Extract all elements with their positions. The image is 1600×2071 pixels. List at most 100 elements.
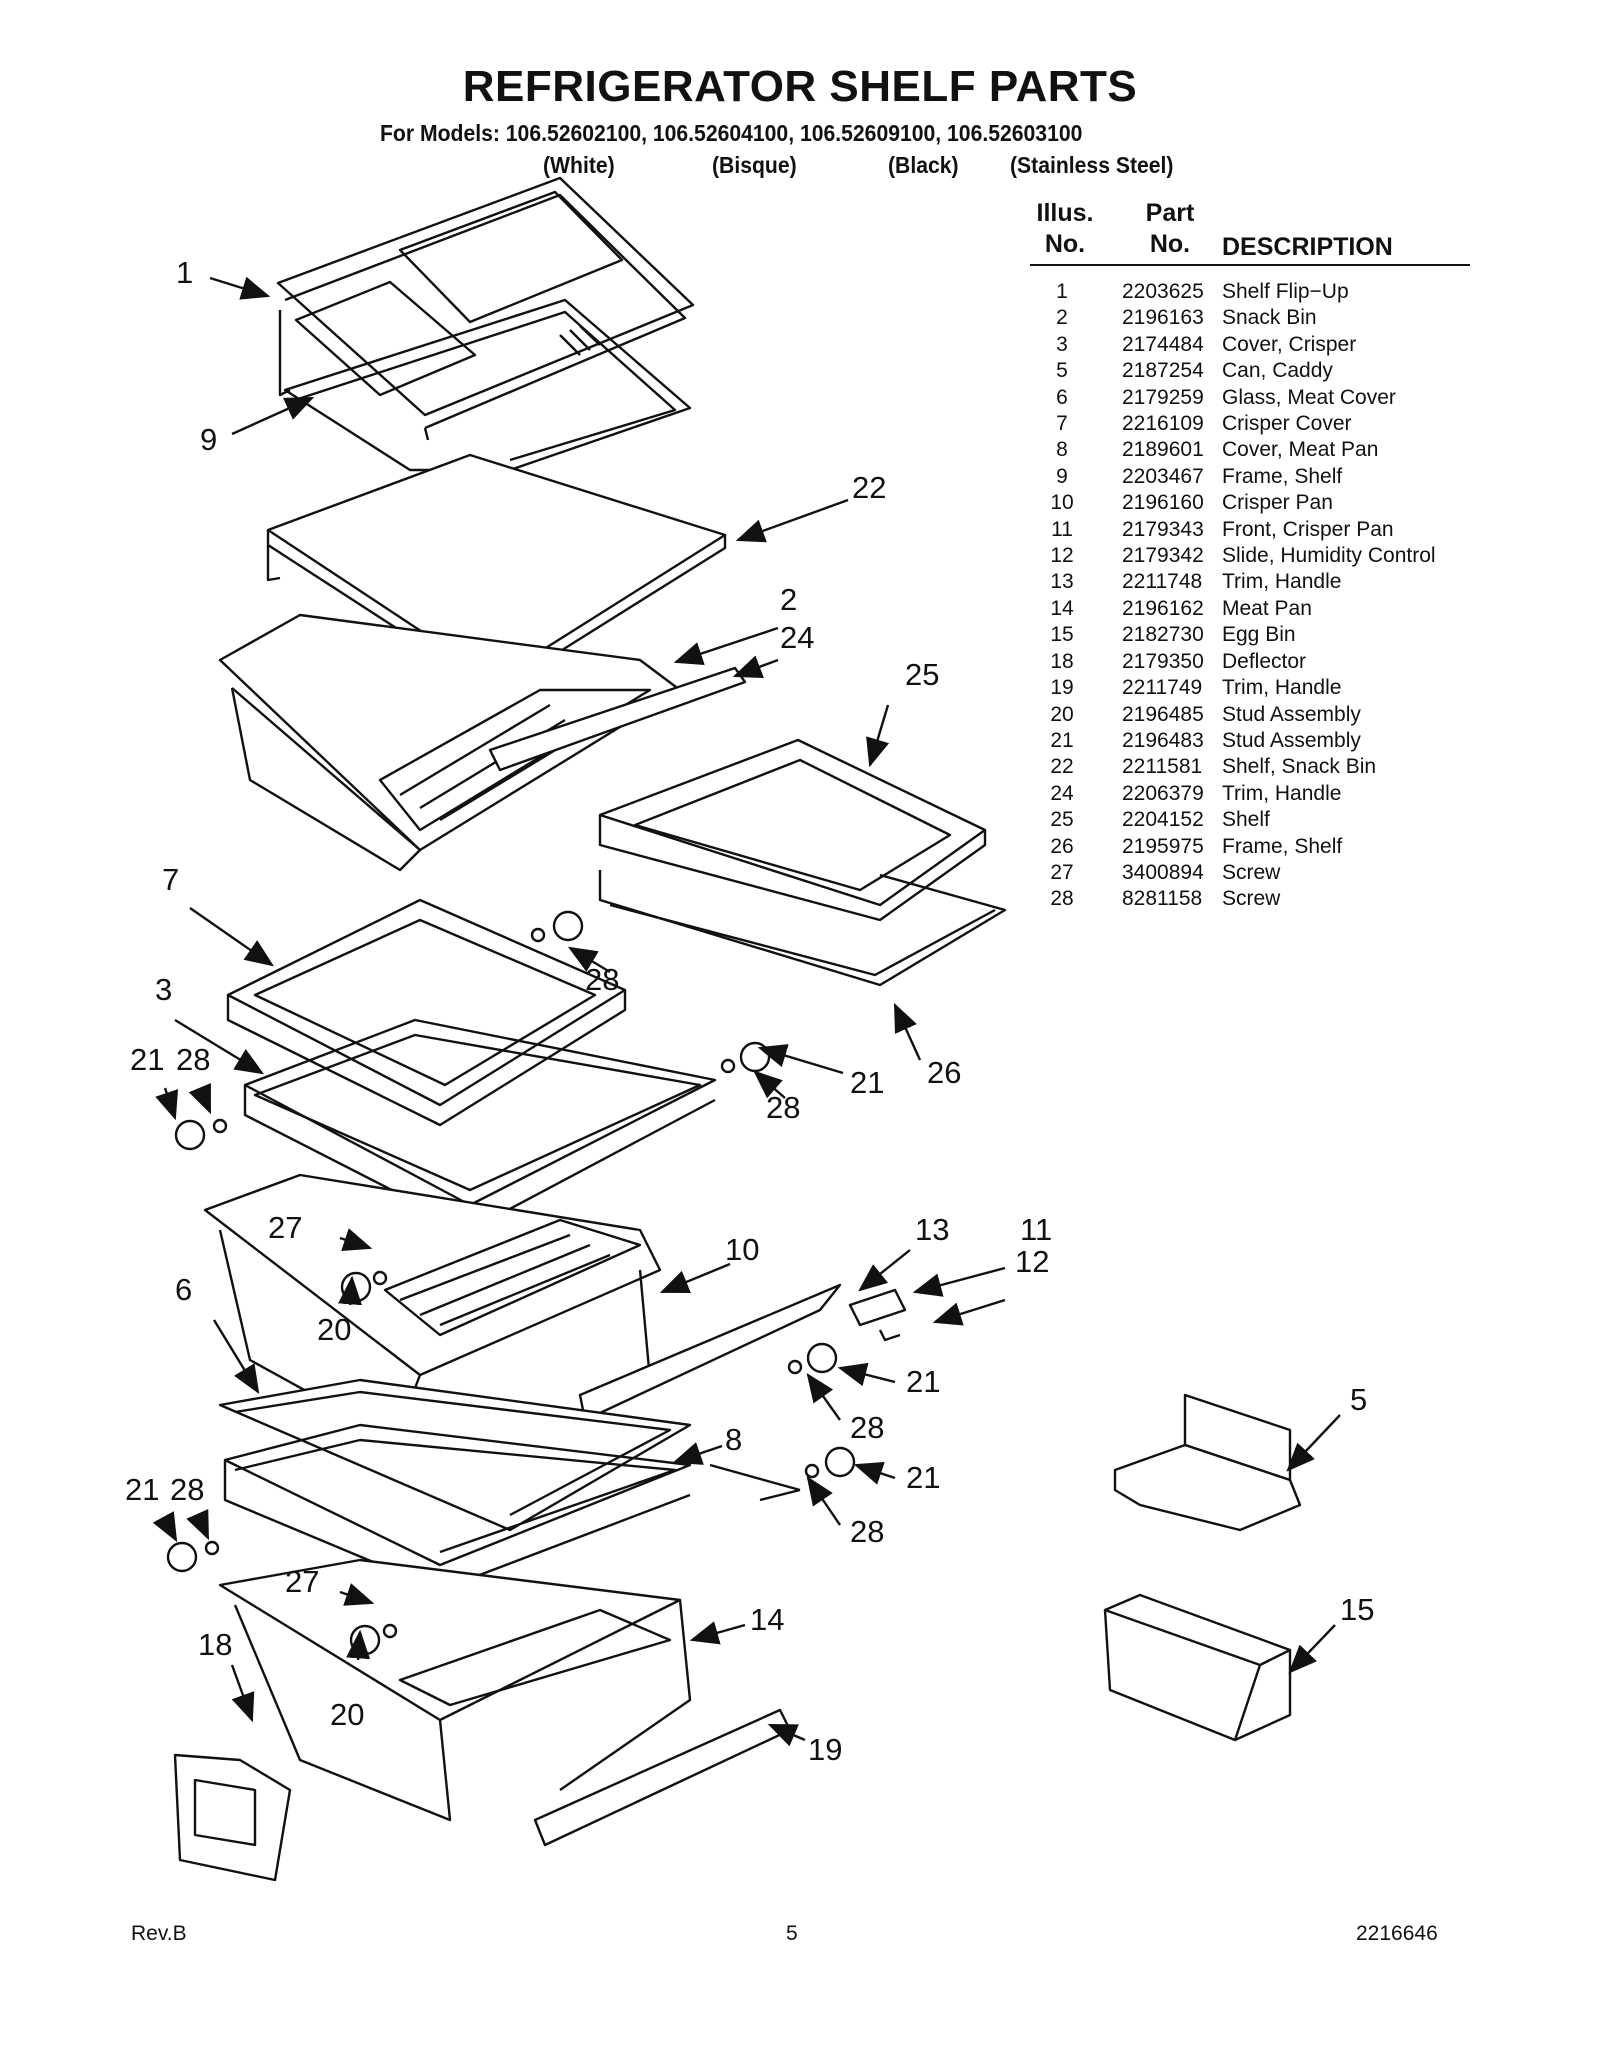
part-description: Trim, Handle bbox=[1222, 570, 1342, 594]
part-description: Trim, Handle bbox=[1222, 676, 1342, 700]
crisper-handle-trim-drawing bbox=[578, 1283, 907, 1422]
illus-number: 6 bbox=[1056, 385, 1068, 409]
meat-cover-glass-drawing bbox=[218, 1378, 692, 1532]
callout-10: 10 bbox=[725, 1232, 759, 1267]
part-description: Snack Bin bbox=[1222, 306, 1317, 330]
illus-number: 22 bbox=[1050, 755, 1074, 779]
part-number: 2196160 bbox=[1122, 491, 1204, 515]
illus-number: 9 bbox=[1056, 464, 1068, 488]
part-description: Screw bbox=[1222, 860, 1281, 884]
part-number: 2179342 bbox=[1122, 544, 1204, 568]
crisper-cover-drawing bbox=[226, 898, 627, 1127]
part-description: Deflector bbox=[1222, 649, 1307, 673]
callout-21: 21 bbox=[850, 1065, 884, 1100]
finish-white: (White) bbox=[543, 152, 615, 178]
illus-number: 8 bbox=[1056, 438, 1068, 462]
callout-18: 18 bbox=[198, 1627, 232, 1662]
illus-number: 1 bbox=[1056, 280, 1068, 303]
document-number: 2216646 bbox=[1356, 1922, 1438, 1945]
revision-label: Rev.B bbox=[131, 1922, 187, 1945]
illus-number: 2 bbox=[1056, 306, 1068, 330]
part-number: 2216109 bbox=[1122, 412, 1204, 436]
caddy-can-drawing bbox=[1113, 1393, 1302, 1532]
callout-27: 27 bbox=[285, 1564, 319, 1599]
part-number: 2174484 bbox=[1122, 332, 1204, 356]
page-title: REFRIGERATOR SHELF PARTS bbox=[462, 62, 1138, 111]
meat-pan-bracket-line bbox=[709, 1463, 801, 1492]
part-number: 2196485 bbox=[1122, 702, 1204, 726]
part-number: 2179350 bbox=[1122, 649, 1204, 673]
callout-numbers: 1 9 22 2 24 25 7 3 21 28 28 21 28 26 27 … bbox=[125, 255, 1374, 1767]
meat-pan-drawing bbox=[218, 1558, 692, 1822]
part-number: 2196483 bbox=[1122, 728, 1204, 752]
callout-9: 9 bbox=[200, 422, 217, 457]
callout-7: 7 bbox=[162, 862, 179, 897]
table-row: 18 2179350 Deflector bbox=[1030, 649, 1470, 675]
callout-8: 8 bbox=[725, 1422, 742, 1457]
flip-up-shelf-drawing bbox=[276, 176, 695, 441]
shelf-frame-26-drawing bbox=[598, 870, 1007, 987]
header-illus-no-label: No. bbox=[1044, 230, 1086, 258]
part-description: Slide, Humidity Control bbox=[1222, 544, 1436, 568]
header-part-label: Part bbox=[1145, 199, 1195, 227]
part-number: 2211749 bbox=[1122, 676, 1203, 700]
part-number: 2189601 bbox=[1122, 438, 1204, 462]
finish-black: (Black) bbox=[888, 152, 959, 178]
snack-bin-shelf-drawing bbox=[266, 453, 727, 694]
illus-number: 5 bbox=[1056, 359, 1068, 383]
illus-number: 28 bbox=[1050, 887, 1074, 911]
callout-14: 14 bbox=[750, 1602, 784, 1637]
part-description: Meat Pan bbox=[1222, 596, 1312, 620]
part-number: 2179259 bbox=[1122, 385, 1204, 409]
header-part-no-label: No. bbox=[1149, 230, 1191, 258]
illus-number: 27 bbox=[1050, 860, 1074, 884]
part-description: Crisper Pan bbox=[1222, 491, 1333, 515]
part-description: Can, Caddy bbox=[1222, 359, 1333, 383]
part-number: 2182730 bbox=[1122, 623, 1204, 647]
part-number: 2211748 bbox=[1122, 570, 1203, 594]
part-number: 2203467 bbox=[1122, 464, 1204, 488]
part-description: Cover, Crisper bbox=[1222, 332, 1357, 356]
part-number: 2206379 bbox=[1122, 781, 1204, 805]
callout-5: 5 bbox=[1350, 1382, 1367, 1417]
illus-number: 13 bbox=[1050, 570, 1074, 594]
callout-11: 11 bbox=[1020, 1212, 1052, 1247]
callout-2: 2 bbox=[780, 582, 797, 617]
part-description: Screw bbox=[1222, 887, 1281, 911]
callout-28: 28 bbox=[585, 962, 619, 997]
callout-1: 1 bbox=[176, 255, 193, 290]
callout-20: 20 bbox=[330, 1697, 364, 1732]
part-number: 2195975 bbox=[1122, 834, 1204, 858]
shelf-frame-drawing bbox=[283, 298, 692, 472]
callout-21: 21 bbox=[130, 1042, 164, 1077]
illus-number: 12 bbox=[1050, 544, 1074, 568]
part-description: Crisper Cover bbox=[1222, 412, 1352, 436]
callout-22: 22 bbox=[852, 470, 886, 505]
crisper-frame-drawing bbox=[243, 1018, 717, 1232]
illus-number: 11 bbox=[1051, 517, 1073, 541]
callout-21: 21 bbox=[125, 1472, 159, 1507]
illus-number: 21 bbox=[1050, 728, 1074, 752]
part-number: 2204152 bbox=[1122, 808, 1204, 832]
callout-21: 21 bbox=[906, 1460, 940, 1495]
part-number: 2203625 bbox=[1122, 280, 1204, 303]
callout-leader-lines bbox=[152, 276, 1341, 1747]
part-description: Glass, Meat Cover bbox=[1222, 385, 1396, 409]
illus-number: 18 bbox=[1050, 649, 1074, 673]
